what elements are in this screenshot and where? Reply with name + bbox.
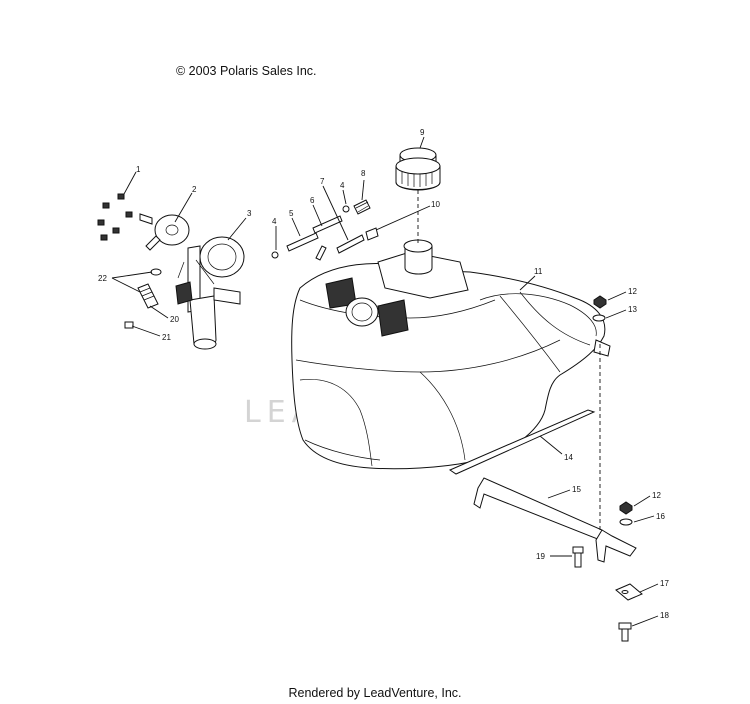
callout-8: 8 bbox=[361, 169, 366, 178]
hardware[interactable] bbox=[572, 295, 643, 642]
callout-10: 10 bbox=[431, 200, 440, 209]
callout-4b: 4 bbox=[340, 181, 345, 190]
callout-13: 13 bbox=[628, 305, 637, 314]
callout-17: 17 bbox=[660, 579, 669, 588]
callout-22: 22 bbox=[98, 274, 107, 283]
screws[interactable] bbox=[97, 193, 133, 241]
rendered-by-text: Rendered by LeadVenture, Inc. bbox=[288, 686, 462, 700]
callout-12b: 12 bbox=[652, 491, 661, 500]
callout-5: 5 bbox=[289, 209, 294, 218]
copyright-text: © 2003 Polaris Sales Inc. bbox=[176, 64, 317, 78]
fuel-cap[interactable] bbox=[395, 147, 441, 191]
callout-2: 2 bbox=[192, 185, 197, 194]
callout-7: 7 bbox=[320, 177, 325, 186]
leader-lines bbox=[111, 136, 659, 627]
tank-strap[interactable] bbox=[448, 409, 596, 475]
callout-21: 21 bbox=[162, 333, 171, 342]
callout-1: 1 bbox=[136, 165, 141, 174]
callouts: 1 2 3 4 4 5 6 7 8 9 10 11 12 12 13 14 15… bbox=[98, 128, 669, 620]
callout-19: 19 bbox=[536, 552, 545, 561]
callout-16: 16 bbox=[656, 512, 665, 521]
callout-4a: 4 bbox=[272, 217, 277, 226]
callout-9: 9 bbox=[420, 128, 425, 137]
callout-12a: 12 bbox=[628, 287, 637, 296]
callout-18: 18 bbox=[660, 611, 669, 620]
callout-20: 20 bbox=[170, 315, 179, 324]
callout-6: 6 bbox=[310, 196, 315, 205]
hoses-and-fittings[interactable] bbox=[271, 199, 379, 261]
fuel-tank[interactable] bbox=[291, 239, 611, 470]
callout-15: 15 bbox=[572, 485, 581, 494]
mounting-bracket[interactable] bbox=[473, 477, 637, 563]
fuel-pump-assembly[interactable] bbox=[124, 213, 245, 350]
callout-14: 14 bbox=[564, 453, 573, 462]
callout-11: 11 bbox=[534, 267, 543, 276]
callout-3: 3 bbox=[247, 209, 252, 218]
